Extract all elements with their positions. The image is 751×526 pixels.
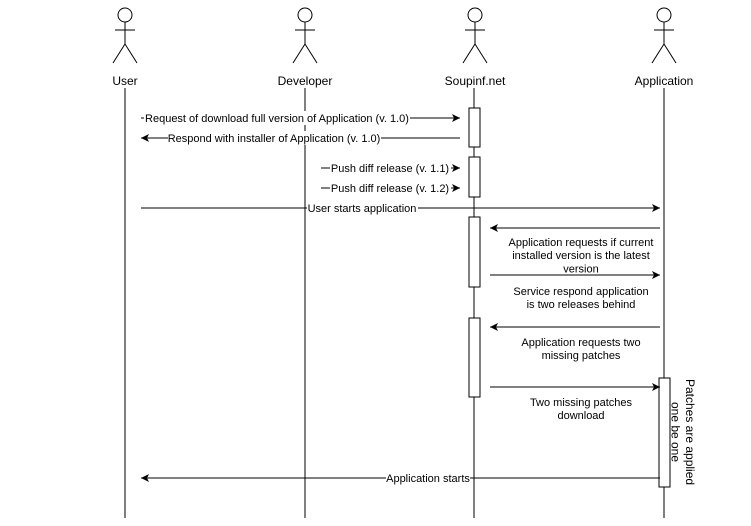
message-user-starts-application: User starts application	[141, 201, 660, 215]
actor-application: Application	[635, 7, 694, 88]
message-label: Application starts	[386, 473, 470, 485]
activation-bar	[468, 107, 481, 148]
actor-figure-icon	[651, 7, 677, 64]
arrowhead-icon	[652, 204, 660, 212]
message-label: Respond with installer of Application (v…	[168, 133, 381, 145]
messages: Request of download full version of Appl…	[141, 111, 660, 485]
actor-figure-icon	[112, 7, 138, 64]
message-request-download: Request of download full version of Appl…	[141, 111, 460, 125]
message-application-starts: Application starts	[141, 471, 660, 485]
note-label: Patches are appliedone be one	[669, 379, 697, 485]
message-label: Push diff release (v. 1.2)	[331, 183, 449, 195]
message-label: Request of download full version of Appl…	[145, 113, 409, 125]
actor-label: Soupinf.net	[445, 74, 506, 88]
activations	[468, 107, 671, 488]
arrowhead-icon	[652, 383, 660, 391]
actor-figure-icon	[462, 7, 488, 64]
actor-figure-icon	[292, 7, 318, 64]
arrowhead-icon	[141, 474, 149, 482]
arrowhead-icon	[652, 271, 660, 279]
arrowhead-icon	[490, 224, 498, 232]
activation-bar	[468, 216, 481, 288]
actor-label: Developer	[278, 74, 333, 88]
arrowhead-icon	[452, 184, 460, 192]
note-patches-applied: Patches are appliedone be one	[669, 379, 697, 485]
message-respond-installer: Respond with installer of Application (v…	[141, 131, 460, 145]
activation-bar	[658, 377, 671, 488]
arrowhead-icon	[490, 323, 498, 331]
actor-soupinf: Soupinf.net	[445, 7, 506, 88]
actor-label: Application	[635, 74, 694, 88]
message-push-diff-1-2: Push diff release (v. 1.2)	[321, 181, 460, 195]
actor-user: User	[112, 7, 138, 88]
activation-bar	[468, 317, 481, 398]
arrowhead-icon	[452, 164, 460, 172]
actor-label: User	[112, 74, 137, 88]
arrowhead-icon	[141, 134, 149, 142]
activation-bar	[468, 156, 481, 198]
message-label: Push diff release (v. 1.1)	[331, 163, 449, 175]
message-label: User starts application	[308, 203, 417, 215]
arrowhead-icon	[452, 114, 460, 122]
actor-developer: Developer	[278, 7, 333, 88]
message-push-diff-1-1: Push diff release (v. 1.1)	[321, 161, 460, 175]
